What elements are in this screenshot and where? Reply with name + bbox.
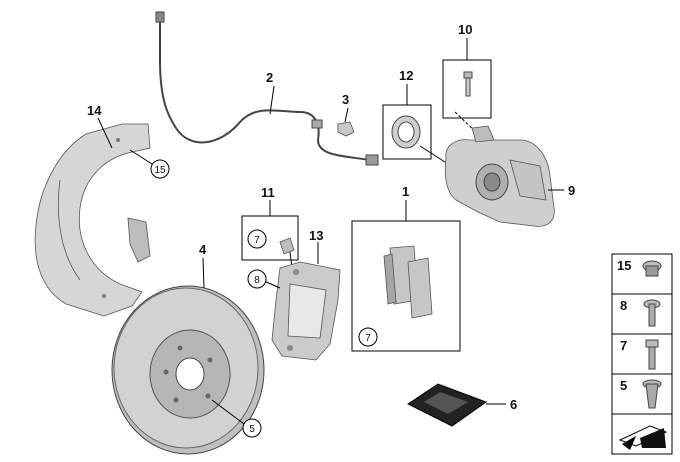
callout-2: 2 [266, 70, 273, 85]
brake-shield-part-14 [34, 123, 151, 317]
callout-12: 12 [399, 68, 413, 83]
circled-label-7-pads: 7 [365, 333, 371, 344]
callout-6: 6 [510, 397, 517, 412]
fastener-legend: 15 8 7 5 [611, 253, 673, 455]
legend-nut-icon [642, 260, 662, 277]
leader-15 [129, 149, 153, 165]
callout-10: 10 [458, 22, 472, 37]
leader-4 [202, 257, 205, 289]
legend-label-15: 15 [617, 258, 631, 273]
leader-14 [97, 117, 113, 149]
leader-8 [263, 280, 281, 289]
arrow-icon [618, 425, 668, 450]
circled-marker-8 [247, 269, 267, 289]
leader-5 [211, 399, 245, 425]
leader-3 [344, 107, 349, 123]
circled-marker-7-pads [358, 327, 378, 347]
callout-9: 9 [568, 183, 575, 198]
seal-ring-part-12 [391, 115, 421, 149]
circled-marker-5 [242, 418, 262, 438]
circled-label-5: 5 [249, 424, 255, 435]
legend-bolt-8-icon [643, 299, 661, 327]
clip-part-3 [337, 121, 355, 137]
bleeder-part-10 [463, 71, 473, 97]
brake-pads-part-1 [383, 245, 433, 319]
callout-13: 13 [309, 228, 323, 243]
caliper-part-9 [444, 125, 555, 227]
legend-label-7: 7 [620, 338, 627, 353]
callout-3: 3 [342, 92, 349, 107]
circled-label-15: 15 [154, 165, 166, 176]
circled-marker-7-kit [247, 229, 267, 249]
brake-disc-part-4 [111, 285, 265, 455]
leader-2 [269, 85, 275, 115]
callout-4: 4 [199, 242, 207, 257]
circled-label-8: 8 [254, 275, 260, 286]
legend-cell-15 [611, 253, 673, 295]
legend-cell-8 [611, 293, 673, 335]
legend-cell-7 [611, 333, 673, 375]
wear-sensor-part-2 [155, 11, 379, 166]
legend-bolt-7-icon [645, 339, 659, 370]
grease-sachet-part-6 [407, 383, 488, 427]
callout-14: 14 [87, 103, 102, 118]
caliper-carrier-part-13 [271, 261, 341, 361]
legend-label-5: 5 [620, 378, 627, 393]
circled-label-7-kit: 7 [254, 235, 260, 246]
legend-screw-5-icon [642, 379, 662, 409]
kit-bolt-part-11 [279, 237, 295, 255]
legend-label-8: 8 [620, 298, 627, 313]
legend-cell-5 [611, 373, 673, 415]
circled-marker-15 [150, 159, 170, 179]
callout-1: 1 [402, 184, 409, 199]
callout-11: 11 [261, 185, 275, 200]
